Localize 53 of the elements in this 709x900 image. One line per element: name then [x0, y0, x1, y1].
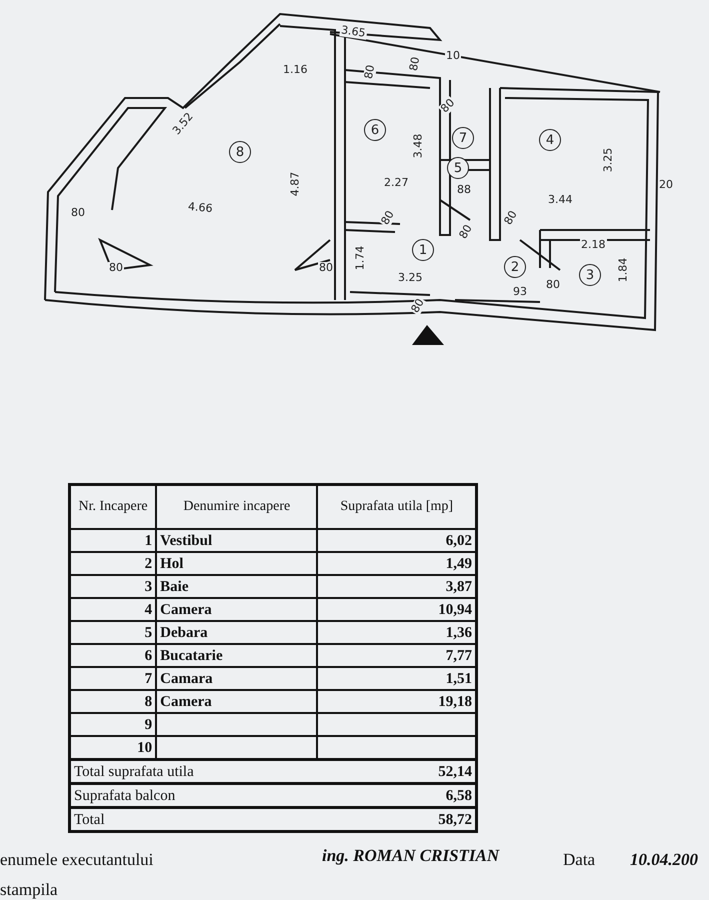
dimension-label: 3.65 — [339, 24, 368, 40]
table-cell: Bucatarie — [156, 644, 318, 667]
table-cell: Camara — [156, 667, 318, 690]
table-cell: 1 — [70, 529, 156, 552]
footer-text: stampila — [0, 880, 58, 900]
dimension-label: 80 — [108, 262, 124, 274]
table-cell: Baie — [156, 575, 318, 598]
room-number: 7 — [452, 127, 474, 149]
dimension-label: 2.27 — [383, 177, 410, 189]
room-number: 3 — [579, 264, 601, 286]
dimension-label: 80 — [70, 207, 86, 219]
footer-text: Data — [563, 850, 596, 870]
dimension-label: 2.18 — [580, 239, 606, 251]
table-cell: 6 — [70, 644, 156, 667]
table-cell: Vestibul — [156, 529, 318, 552]
table-cell: Camera — [156, 598, 318, 621]
dimension-label: 4.87 — [289, 170, 302, 198]
dimension-label: 1.16 — [282, 64, 308, 76]
table-cell: 7 — [70, 667, 156, 690]
dimension-label: 3.25 — [397, 272, 424, 284]
dimension-label: 3.44 — [547, 194, 574, 206]
room-number: 4 — [539, 129, 561, 151]
table-cell: 3 — [70, 575, 156, 598]
table-cell: 4 — [70, 598, 156, 621]
dimension-label: 20 — [658, 179, 674, 191]
room-number: 6 — [364, 119, 386, 141]
dimension-label: 1.74 — [354, 244, 366, 272]
room-number: 8 — [229, 141, 251, 163]
table-cell: 9 — [70, 713, 156, 736]
dimension-label: 80 — [545, 279, 561, 291]
table-cell: 5 — [70, 621, 156, 644]
footer-text: enumele executantului — [0, 850, 154, 870]
column-header: Denumire incapere — [156, 484, 318, 529]
dimension-label: 88 — [456, 184, 472, 196]
dimension-label: 80 — [408, 296, 428, 316]
dimension-label: 93 — [512, 286, 528, 298]
room-number: 1 — [412, 239, 434, 261]
dimension-label: 80 — [362, 63, 378, 81]
table-cell: Hol — [156, 552, 318, 575]
table-cell: Debara — [156, 621, 318, 644]
dimension-label: 80 — [318, 262, 334, 274]
room-number: 5 — [447, 157, 469, 179]
table-cell: 2 — [70, 552, 156, 575]
room-number: 2 — [504, 256, 526, 278]
dimension-label: 3.48 — [412, 132, 424, 160]
footer-text: ing. ROMAN CRISTIAN — [322, 846, 500, 866]
table-cell: Camera — [156, 690, 318, 713]
footer-text: 10.04.200 — [630, 850, 698, 870]
column-header: Nr. Incapere — [70, 484, 156, 529]
table-cell: 8 — [70, 690, 156, 713]
dimension-label: 10 — [445, 50, 461, 62]
dimension-label: 1.84 — [617, 256, 630, 284]
dimension-label: 3.25 — [602, 146, 614, 174]
